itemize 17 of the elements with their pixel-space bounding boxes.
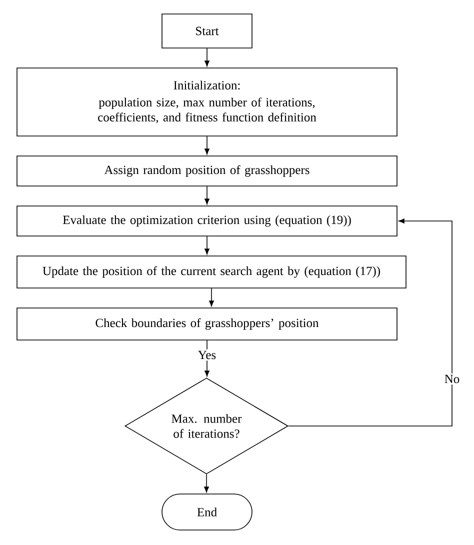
process-box: Start xyxy=(162,14,252,48)
arrow xyxy=(204,474,209,492)
arrow xyxy=(209,288,214,306)
edge-label: Yes xyxy=(196,349,218,361)
process-box: Evaluate the optimization criterion using (equation (19)) xyxy=(16,206,398,236)
process-box: Assign random position of grasshoppers xyxy=(16,156,398,186)
process-box: Update the position of the current search agent by (equation (17)) xyxy=(16,256,406,288)
arrow xyxy=(204,136,210,154)
terminal-box: End xyxy=(162,494,252,530)
arrow xyxy=(288,218,452,426)
arrow xyxy=(204,340,210,376)
process-box: Initialization: population size, max number of iterations, coefficients, and fitness function definition xyxy=(16,68,398,136)
arrow xyxy=(204,236,210,254)
arrow xyxy=(204,186,210,204)
arrow xyxy=(204,48,210,66)
process-box: Check boundaries of grasshoppers’ position xyxy=(16,308,398,340)
edge-label: No xyxy=(442,373,462,385)
